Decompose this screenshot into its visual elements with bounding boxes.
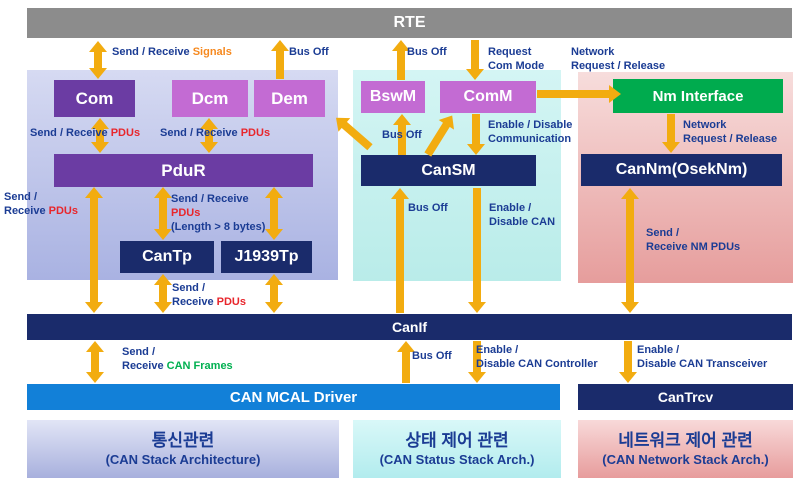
box-cantp: CanTp: [120, 241, 214, 273]
box-cannm: CanNm(OsekNm): [581, 154, 782, 186]
label-network-request-release-top: Network Request / Release: [571, 46, 666, 72]
label-send-receive-nm-pdus: Send / Receive NM PDUs: [646, 227, 741, 253]
arrow-com-pdur: [91, 118, 109, 153]
box-dcm: Dcm: [172, 80, 248, 117]
bar-can-mcal-driver: CAN MCAL Driver: [27, 384, 560, 410]
label-send-receive-can-frames: Send / Receive CAN Frames: [122, 346, 233, 372]
label-send-receive-pdus-left: Send / Receive PDUs: [4, 191, 78, 217]
label-request-com-mode: Request Com Mode: [488, 46, 545, 72]
footer-can-stack: 통신관련 (CAN Stack Architecture): [27, 420, 339, 478]
footer-can-stack-title: 통신관련: [151, 431, 215, 450]
arrow-pdur-canif: [85, 187, 103, 313]
arrow-nm-cannm: [662, 114, 680, 153]
label-enable-disable-can-controller: Enable / Disable CAN Controller: [476, 344, 598, 370]
arrow-comm-nm-interface: [537, 85, 621, 103]
footer-status-stack: 상태 제어 관련 (CAN Status Stack Arch.): [353, 420, 561, 478]
arrow-canif-cantrcv: [619, 341, 637, 383]
arrow-j1939tp-canif: [265, 274, 283, 313]
footer-status-stack-subtitle: (CAN Status Stack Arch.): [379, 452, 535, 467]
arrow-cannm-canif: [621, 188, 639, 313]
bar-canif: CanIf: [27, 314, 792, 340]
arrow-cansm-bswm: [393, 114, 411, 155]
arrow-rte-com: [89, 41, 107, 79]
arrow-rte-comm: [466, 40, 484, 80]
label-bus-off-cansm-bswm: Bus Off: [382, 129, 422, 141]
label-send-receive-pdus-com: Send / Receive PDUs: [30, 127, 141, 139]
arrow-bswm-rte: [392, 40, 410, 80]
arrow-canif-cansm-busoff: [391, 188, 409, 313]
footer-can-stack-subtitle: (CAN Stack Architecture): [105, 452, 261, 467]
box-pdur: PduR: [54, 154, 313, 187]
box-com: Com: [54, 80, 135, 117]
box-j1939tp: J1939Tp: [221, 241, 312, 273]
footer-status-stack-title: 상태 제어 관련: [405, 431, 509, 450]
box-dem: Dem: [254, 80, 325, 117]
footer-network-stack-title: 네트워크 제어 관련: [618, 431, 753, 450]
arrow-mcal-canif-busoff: [397, 341, 415, 383]
box-cantrcv: CanTrcv: [578, 384, 793, 410]
arrow-cansm-canif: [468, 188, 486, 313]
label-send-receive-pdus-length: Send / Receive PDUs (Length > 8 bytes): [171, 193, 266, 233]
rte-bar: RTE: [27, 8, 792, 38]
box-comm: ComM: [440, 81, 536, 113]
footer-network-stack-subtitle: (CAN Network Stack Arch.): [602, 452, 769, 467]
arrow-canif-mcal-control: [468, 341, 486, 383]
label-bus-off-mcal-canif: Bus Off: [412, 350, 452, 362]
label-send-receive-signals: Send / Receive Signals: [112, 46, 232, 58]
label-send-receive-pdus-tp: Send / Receive PDUs: [172, 282, 246, 308]
arrow-pdur-j1939tp: [265, 187, 283, 240]
arrow-cantp-canif: [154, 274, 172, 313]
arrow-canif-mcal: [86, 341, 104, 383]
arrow-comm-cansm: [467, 114, 485, 155]
footer-network-stack: 네트워크 제어 관련 (CAN Network Stack Arch.): [578, 420, 793, 478]
box-nm-interface: Nm Interface: [613, 79, 783, 113]
label-enable-disable-communication: Enable / Disable Communication: [488, 119, 573, 145]
box-bswm: BswM: [361, 81, 425, 113]
label-enable-disable-can: Enable / Disable CAN: [489, 202, 556, 228]
label-bus-off-dem-rte: Bus Off: [289, 46, 329, 58]
label-enable-disable-can-transceiver: Enable / Disable CAN Transceiver: [637, 344, 768, 370]
arrow-dem-rte: [271, 40, 289, 79]
arrow-dcm-pdur: [200, 118, 218, 153]
label-bus-off-bswm-rte: Bus Off: [407, 46, 447, 58]
arrow-pdur-cantp: [154, 187, 172, 240]
box-cansm: CanSM: [361, 155, 536, 186]
label-send-receive-pdus-dcm: Send / Receive PDUs: [160, 127, 271, 139]
label-bus-off-canif-cansm: Bus Off: [408, 202, 448, 214]
label-network-request-release-nm: Network Request / Release: [683, 119, 778, 145]
